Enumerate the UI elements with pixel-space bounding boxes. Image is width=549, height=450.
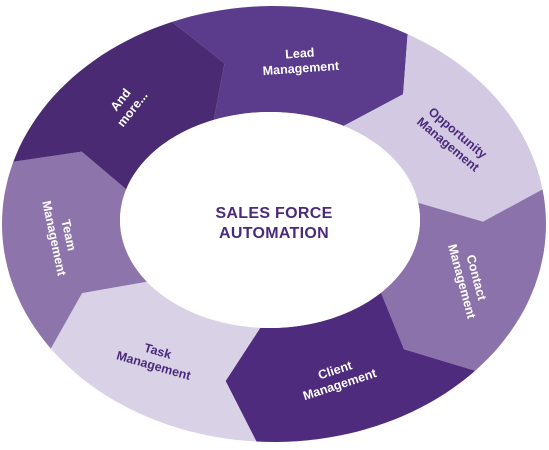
segment-6-shape	[2, 151, 147, 349]
segment-6-label-line1: Team	[59, 218, 79, 252]
ring-segments	[2, 6, 546, 442]
segment-1-label-line2: Management	[262, 59, 340, 78]
center-title-line1: SALES FORCE	[215, 205, 332, 222]
segment-1-shape	[172, 6, 408, 126]
center-title-line2: AUTOMATION	[219, 225, 329, 242]
segment-1-label-line1: Lead	[285, 46, 315, 62]
segment-4-shape	[225, 292, 476, 442]
segment-2-shape	[343, 34, 543, 222]
segment-7-shape	[13, 21, 225, 190]
center-hole	[120, 112, 420, 328]
segment-5-shape	[50, 281, 261, 442]
segment-3-shape	[381, 189, 546, 371]
